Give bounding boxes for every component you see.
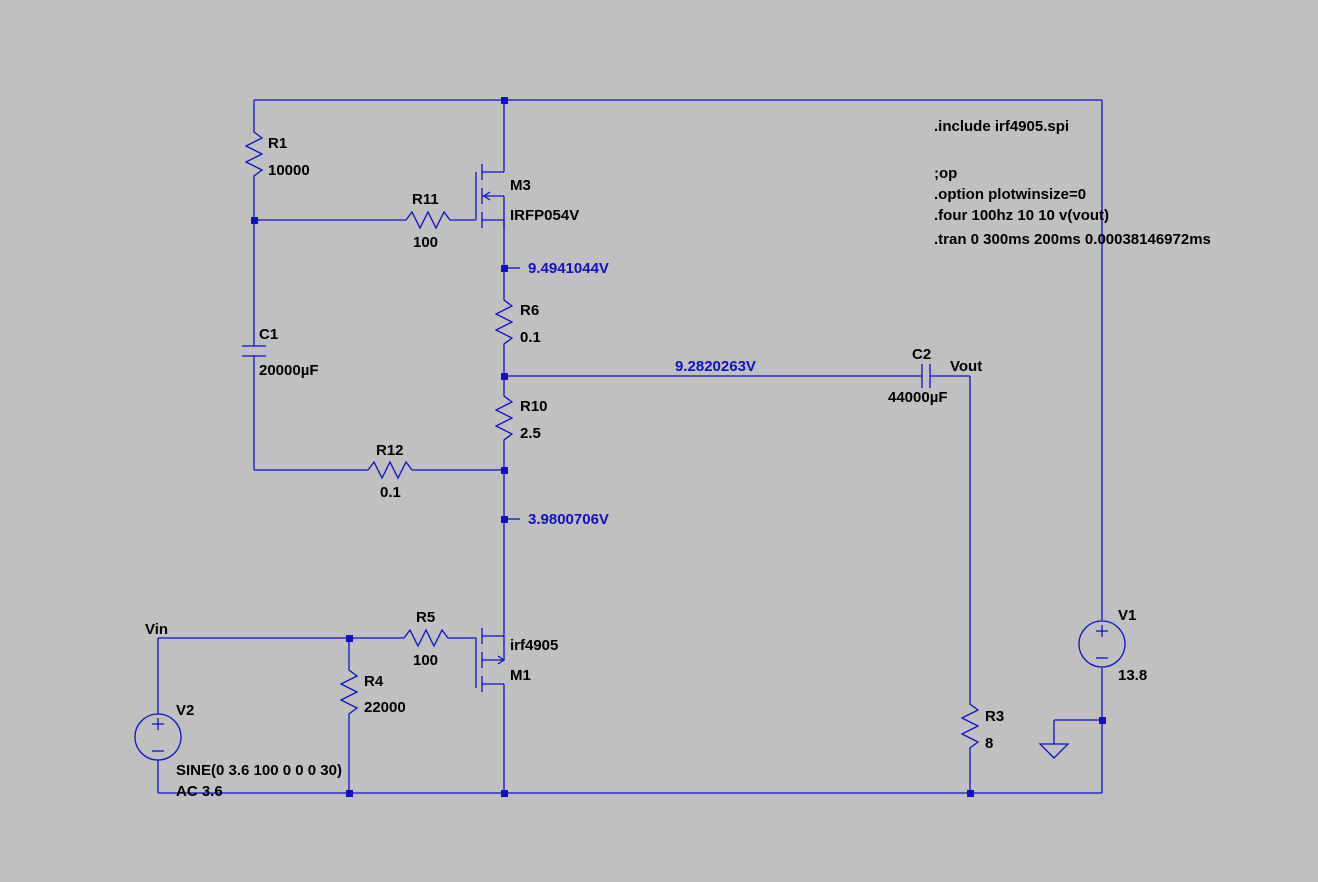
resistor-r1-symbol[interactable] xyxy=(244,128,264,180)
junction-dot xyxy=(501,373,508,380)
spice-directive-include[interactable]: .include irf4905.spi xyxy=(934,118,1069,135)
m3-name-label: M3 xyxy=(510,177,531,194)
spice-directive-op[interactable]: ;op xyxy=(934,165,957,182)
resistor-r10-symbol[interactable] xyxy=(494,392,514,444)
spice-directive-four[interactable]: .four 100hz 10 10 v(vout) xyxy=(934,207,1109,224)
mosfet-m3-symbol[interactable] xyxy=(475,164,505,228)
m1-value-label: irf4905 xyxy=(510,637,558,654)
r4-value-label: 22000 xyxy=(364,699,406,716)
v2-value-line2: AC 3.6 xyxy=(176,783,223,800)
m1-name-label: M1 xyxy=(510,667,531,684)
r6-value-label: 0.1 xyxy=(520,329,541,346)
junction-dot xyxy=(967,790,974,797)
mosfet-m1-symbol[interactable] xyxy=(475,628,506,692)
resistor-r12-symbol[interactable] xyxy=(364,460,414,480)
resistor-r5-symbol[interactable] xyxy=(400,628,452,648)
capacitor-c2-symbol[interactable] xyxy=(921,364,931,388)
r4-name-label: R4 xyxy=(364,673,384,690)
voltage-label-m1-source: 3.9800706V xyxy=(528,511,609,528)
m3-value-label: IRFP054V xyxy=(510,207,579,224)
voltage-source-icon[interactable] xyxy=(134,713,182,761)
junctions xyxy=(251,97,1106,797)
junction-dot xyxy=(501,516,508,523)
spice-directive-option[interactable]: .option plotwinsize=0 xyxy=(934,186,1086,203)
net-label-vout: Vout xyxy=(950,358,982,375)
junction-dot xyxy=(346,635,353,642)
r5-name-label: R5 xyxy=(416,609,435,626)
r3-value-label: 8 xyxy=(985,735,993,752)
r1-name-label: R1 xyxy=(268,135,287,152)
resistor-r4-symbol[interactable] xyxy=(339,666,359,718)
junction-dot xyxy=(501,467,508,474)
c1-value-label: 20000µF xyxy=(259,362,319,379)
c2-name-label: C2 xyxy=(912,346,931,363)
v1-value-label: 13.8 xyxy=(1118,667,1147,684)
c2-value-label: 44000µF xyxy=(888,389,948,406)
v2-value-line1: SINE(0 3.6 100 0 0 0 30) xyxy=(176,762,342,779)
r12-name-label: R12 xyxy=(376,442,404,459)
v2-name-label: V2 xyxy=(176,702,194,719)
v1-name-label: V1 xyxy=(1118,607,1136,624)
r10-name-label: R10 xyxy=(520,398,548,415)
resistor-r3-symbol[interactable] xyxy=(960,700,980,752)
junction-dot xyxy=(501,790,508,797)
r11-name-label: R11 xyxy=(412,191,439,208)
wires xyxy=(157,99,1103,794)
r1-value-label: 10000 xyxy=(268,162,310,179)
voltage-source-icon[interactable] xyxy=(1078,620,1126,668)
junction-dot xyxy=(346,790,353,797)
resistor-r11-symbol[interactable] xyxy=(402,210,452,230)
voltage-label-m3-source: 9.4941044V xyxy=(528,260,609,277)
r3-name-label: R3 xyxy=(985,708,1004,725)
junction-dot xyxy=(501,265,508,272)
junction-dot xyxy=(1099,717,1106,724)
r6-name-label: R6 xyxy=(520,302,539,319)
c1-name-label: C1 xyxy=(259,326,278,343)
r10-value-label: 2.5 xyxy=(520,425,541,442)
r11-value-label: 100 xyxy=(413,234,438,251)
voltage-label-mid-node: 9.2820263V xyxy=(675,358,756,375)
ground-icon[interactable] xyxy=(1038,743,1070,759)
capacitor-c1-symbol[interactable] xyxy=(242,345,266,357)
junction-dot xyxy=(501,97,508,104)
spice-directive-tran[interactable]: .tran 0 300ms 200ms 0.00038146972ms xyxy=(934,231,1211,248)
resistor-r6-symbol[interactable] xyxy=(494,296,514,348)
junction-dot xyxy=(251,217,258,224)
net-label-vin: Vin xyxy=(145,621,168,638)
r12-value-label: 0.1 xyxy=(380,484,401,501)
r5-value-label: 100 xyxy=(413,652,438,669)
